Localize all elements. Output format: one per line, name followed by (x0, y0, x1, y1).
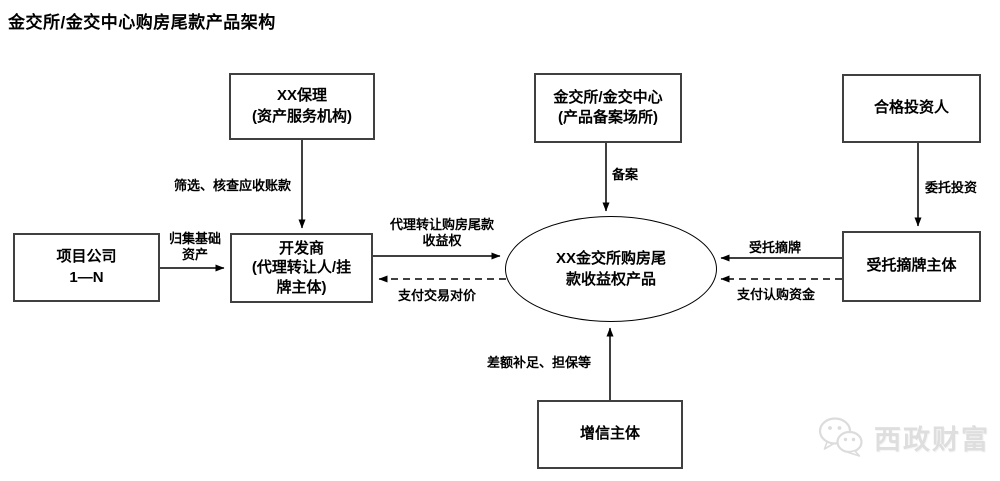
node-qualified-investor: 合格投资人 (842, 74, 981, 143)
edge-label-entrusted-delisting: 受托摘牌 (749, 240, 802, 255)
node-product-ellipse: XX金交所购房尾 款收益权产品 (505, 216, 717, 322)
node-developer: 开发商 (代理转让人/挂 牌主体) (230, 233, 373, 303)
edge-label-pool-assets: 归集基础 资产 (168, 231, 221, 263)
node-credit-entity: 增信主体 (537, 400, 683, 469)
node-exchange: 金交所/金交中心 (产品备案场所) (534, 73, 682, 143)
edge-label-credit-support: 差额补足、担保等 (487, 355, 592, 370)
watermark-text: 西政财富 (874, 424, 990, 455)
edge-label-pay-consideration: 支付交易对价 (398, 288, 477, 303)
node-factoring: XX保理 (资产服务机构) (229, 73, 375, 140)
edge-label-entrusted-investment: 委托投资 (925, 180, 978, 195)
page-title: 金交所/金交中心购房尾款产品架构 (8, 13, 276, 32)
wechat-icon (818, 417, 863, 457)
node-project-company: 项目公司 1—N (13, 233, 160, 302)
edge-label-screen-check: 筛选、核查应收账款 (174, 178, 292, 193)
edge-label-pay-subscription: 支付认购资金 (737, 287, 816, 302)
watermark: 西政财富 (816, 414, 990, 460)
node-delisting-entity: 受托摘牌主体 (842, 231, 981, 302)
edge-label-filing: 备案 (612, 167, 639, 182)
edge-label-agency-transfer: 代理转让购房尾款 收益权 (389, 217, 494, 249)
